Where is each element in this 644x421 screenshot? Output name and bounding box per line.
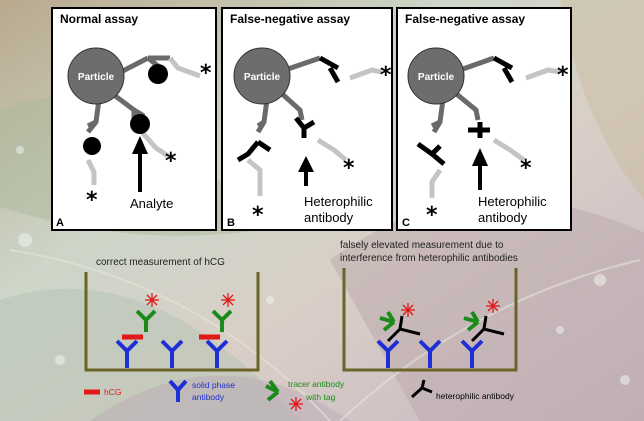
false-elevation-title-line2: interference from heterophilic antibodie…	[340, 253, 518, 264]
legend-hcg: hCG	[84, 387, 121, 397]
panel-a-tag-2: *	[165, 149, 177, 174]
panel-a-tag-3: *	[86, 188, 98, 213]
correct-measurement-diagram: correct measurement of hCG	[84, 257, 260, 372]
panel-a-letter: A	[56, 217, 64, 229]
panel-b-arrow	[298, 156, 314, 186]
panel-b-caption-line2: antibody	[304, 210, 354, 225]
panel-a-tag-1: *	[200, 61, 212, 86]
panel-b-tag-1: *	[380, 63, 392, 88]
correct-measurement-title: correct measurement of hCG	[96, 257, 225, 268]
panel-c: False-negative assay Particle * * * Hete…	[396, 7, 572, 231]
panel-c-letter: C	[402, 217, 410, 229]
legend-solid-phase: solid phase antibody	[168, 379, 235, 402]
panel-b-title: False-negative assay	[230, 12, 350, 26]
legend-tracer-line1: tracer antibody	[288, 379, 345, 389]
panel-c-particle-label: Particle	[418, 72, 455, 83]
panel-a-arrow	[132, 136, 148, 192]
legend-tracer-line2: with tag	[305, 392, 336, 402]
panel-a-title: Normal assay	[60, 12, 138, 26]
panel-b: False-negative assay Particle * * * Hete…	[221, 7, 393, 231]
panel-b-tag-2: *	[343, 156, 355, 181]
false-elevation-title-line1: falsely elevated measurement due to	[340, 240, 504, 251]
panel-a-caption: Analyte	[130, 196, 173, 211]
panel-c-tag-3: *	[426, 203, 438, 228]
panel-c-tag-1: *	[557, 63, 569, 88]
legend-solid-phase-line2: antibody	[192, 392, 225, 402]
panel-b-letter: B	[227, 217, 235, 229]
legend-solid-phase-line1: solid phase	[192, 380, 235, 390]
legend-hcg-label: hCG	[104, 387, 121, 397]
panel-b-particle-label: Particle	[244, 72, 281, 83]
panel-c-caption-line1: Heterophilic	[478, 194, 547, 209]
panel-b-tag-3: *	[252, 203, 264, 228]
panel-c-tag-2: *	[520, 156, 532, 181]
legend-heterophilic: heterophilic antibody	[410, 379, 515, 401]
panel-c-arrow	[472, 148, 488, 190]
legend-heterophilic-label: heterophilic antibody	[436, 391, 515, 401]
legend: hCG solid phase antibody tracer antibody…	[84, 379, 515, 412]
panel-c-caption-line2: antibody	[478, 210, 528, 225]
panel-a-particle-label: Particle	[78, 72, 115, 83]
legend-tracer: tracer antibody with tag	[265, 379, 345, 412]
panel-c-title: False-negative assay	[405, 12, 525, 26]
panel-a: Normal assay Particle * * * Analyte A	[51, 7, 217, 231]
panel-b-caption-line1: Heterophilic	[304, 194, 373, 209]
false-elevation-diagram: falsely elevated measurement due to inte…	[340, 240, 518, 372]
